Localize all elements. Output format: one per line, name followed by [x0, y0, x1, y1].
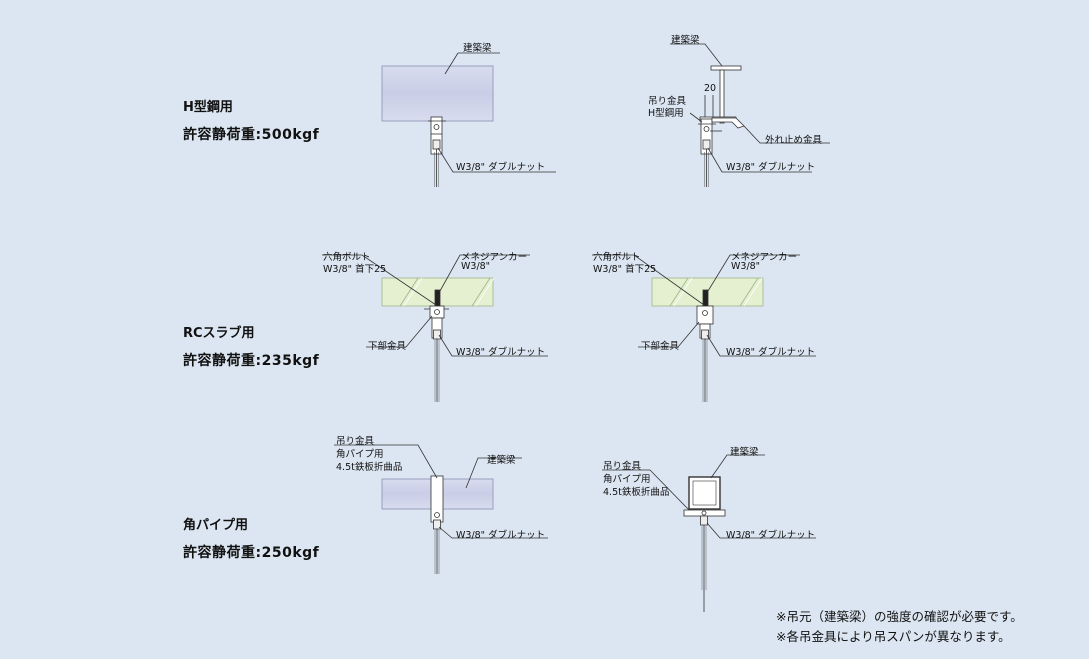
label-anchor-spec: W3/8" [731, 261, 761, 272]
label-hanger-type: H型鋼用 [648, 108, 684, 119]
label-anchor: メネジアンカー [461, 252, 528, 263]
double-nut [700, 515, 708, 526]
double-nut [432, 139, 441, 150]
label-beam: 建築梁 [463, 43, 492, 54]
label-hanger: 吊り金具 [603, 461, 642, 472]
building-beam [381, 65, 494, 122]
label-hanger-material: 4.5t鉄板折曲品 [603, 487, 670, 498]
h-beam-stopper-diagram [670, 43, 830, 187]
lower-fitting [696, 305, 714, 325]
label-double-nut: W3/8" ダブルナット [456, 162, 546, 173]
label-hanger: 吊り金具 [648, 96, 687, 107]
label-hanger-type: 角パイプ用 [336, 449, 384, 460]
label-hanger-type: 角パイプ用 [603, 474, 651, 485]
label-dislodge-stopper: 外れ止め金具 [765, 135, 823, 146]
rc-slab-diagram-2 [592, 254, 816, 402]
double-nut [701, 329, 709, 340]
beam-flange [710, 65, 742, 71]
section-title-square-pipe: 角パイプ用 [183, 518, 249, 533]
section-load-rc-slab: 許容静荷重:235kgf [183, 353, 320, 369]
label-beam: 建築梁 [487, 455, 516, 466]
label-double-nut: W3/8" ダブルナット [726, 530, 816, 541]
rc-slab-diagram [322, 254, 548, 402]
beam-web [719, 69, 725, 124]
dislodge-stopper [711, 117, 745, 129]
label-double-nut: W3/8" ダブルナット [726, 162, 816, 173]
label-hanger-material: 4.5t鉄板折曲品 [336, 462, 403, 473]
h-beam-diagram [381, 52, 556, 187]
footnote-2: ※各吊金具により吊スパンが異なります。 [776, 629, 1011, 644]
label-double-nut: W3/8" ダブルナット [456, 347, 546, 358]
section-title-h-beam: H型鋼用 [183, 100, 233, 115]
hanger-fitting [430, 475, 444, 523]
anchor [702, 289, 709, 307]
label-hex-bolt: 六角ボルト [323, 252, 371, 263]
label-anchor: メネジアンカー [731, 252, 798, 263]
section-title-rc-slab: RCスラブ用 [183, 326, 255, 341]
label-hex-bolt: 六角ボルト [593, 252, 641, 263]
label-beam: 建築梁 [730, 447, 759, 458]
square-pipe-diagram [334, 444, 548, 574]
label-hanger: 吊り金具 [336, 436, 375, 447]
label-beam: 建築梁 [671, 35, 700, 46]
label-hex-bolt-spec: W3/8" 首下25 [323, 264, 387, 275]
anchor [434, 289, 441, 307]
double-nut [702, 139, 711, 150]
footnote-1: ※吊元（建築梁）の強度の確認が必要です。 [776, 609, 1023, 624]
label-lower-fitting: 下部金具 [368, 341, 407, 352]
label-anchor-spec: W3/8" [461, 261, 491, 272]
label-hex-bolt-spec: W3/8" 首下25 [593, 264, 657, 275]
label-lower-fitting: 下部金具 [641, 341, 680, 352]
section-load-h-beam: 許容静荷重:500kgf [183, 127, 320, 143]
double-nut [433, 329, 441, 340]
label-double-nut: W3/8" ダブルナット [456, 530, 546, 541]
label-dimension: 20 [704, 83, 717, 94]
square-pipe-diagram-2 [602, 454, 816, 612]
label-double-nut: W3/8" ダブルナット [726, 347, 816, 358]
section-load-square-pipe: 許容静荷重:250kgf [183, 545, 320, 561]
